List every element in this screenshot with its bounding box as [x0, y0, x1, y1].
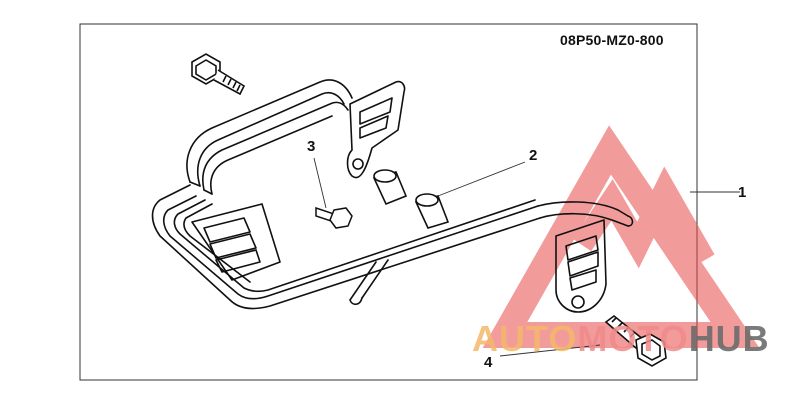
- callout-1: 1: [738, 184, 747, 201]
- watermark-moto: MOTO: [577, 318, 689, 359]
- collar-lower: [414, 193, 450, 229]
- callout-3: 3: [307, 138, 316, 155]
- bolt-top-left: [191, 53, 246, 96]
- part-number: 08P50-MZ0-800: [560, 32, 664, 48]
- watermark-auto: AUTO: [472, 318, 578, 359]
- diagram-frame: [79, 23, 698, 381]
- watermark-hub: HUB: [688, 318, 770, 359]
- callout-4: 4: [484, 354, 493, 371]
- watermark-triangle: [482, 125, 760, 348]
- bolt-small: [315, 206, 353, 229]
- callout-2: 2: [529, 147, 538, 164]
- leader-lines: [313, 157, 740, 357]
- rack-frame: [151, 79, 634, 313]
- bolt-bottom-right: [604, 314, 667, 367]
- collar-upper: [372, 169, 408, 206]
- watermark-logo: AUTOMOTOHUB: [472, 318, 770, 360]
